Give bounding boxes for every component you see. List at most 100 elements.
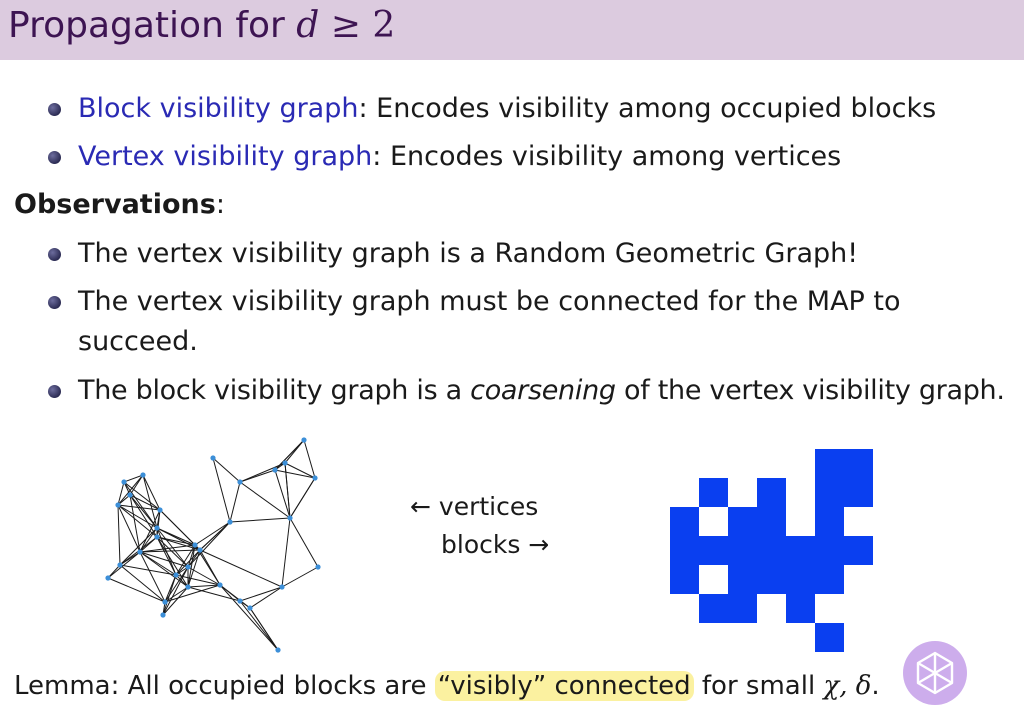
graph-edge	[139, 551, 189, 588]
vertex-graph-figure	[105, 437, 321, 653]
bullet-vertex-visibility: Vertex visibility graph: Encodes visibil…	[78, 141, 842, 172]
term-block-visibility-graph: Block visibility graph	[78, 93, 359, 124]
graph-edge	[199, 549, 283, 588]
graph-edge	[117, 504, 158, 529]
graph-vertex	[192, 542, 198, 548]
graph-edge	[129, 494, 158, 538]
graph-edge	[129, 494, 158, 529]
graph-edge	[117, 504, 158, 538]
occupied-block	[815, 623, 844, 652]
label-blocks: blocks →	[441, 530, 550, 559]
occupied-block	[699, 478, 728, 507]
graph-edge	[139, 551, 166, 603]
graph-edge	[212, 457, 241, 483]
graph-edge	[107, 564, 121, 579]
graph-edge	[129, 494, 141, 553]
graph-edge	[274, 439, 305, 471]
observation-item: The vertex visibility graph is a Random …	[78, 238, 859, 269]
graph-edge	[187, 584, 221, 588]
graph-vertex	[197, 547, 203, 553]
graph-edge	[289, 517, 319, 568]
graph-edge	[303, 439, 316, 479]
graph-edge	[164, 584, 221, 603]
graph-vertex	[140, 472, 146, 478]
graph-vertex	[105, 575, 111, 581]
graph-vertex	[237, 479, 243, 485]
graph-edge	[212, 457, 231, 523]
observation-item: The vertex visibility graph must be conn…	[78, 286, 901, 317]
occupied-block	[786, 594, 815, 623]
occupied-block	[728, 565, 757, 594]
graph-vertex	[210, 455, 216, 461]
graph-edge	[117, 494, 131, 506]
graph-edge	[162, 586, 189, 616]
graph-edge	[274, 469, 316, 479]
occupied-block	[844, 449, 873, 478]
graph-edge	[239, 586, 283, 602]
graph-vertex	[115, 502, 121, 508]
slide-title: Propagation for d ≥ 2	[8, 2, 395, 50]
observation-item-continuation: succeed.	[78, 326, 198, 357]
graph-edge	[119, 564, 166, 603]
highlighted-phrase: “visibly” connected	[434, 671, 694, 701]
term-vertex-visibility-graph: Vertex visibility graph	[78, 141, 373, 172]
graph-edge	[156, 536, 177, 576]
graph-vertex	[217, 582, 223, 588]
occupied-block	[670, 536, 699, 565]
graph-edge	[123, 474, 144, 483]
graph-vertex	[237, 598, 243, 604]
occupied-block	[815, 565, 844, 594]
graph-edge	[107, 577, 166, 603]
graph-vertex	[160, 612, 166, 618]
graph-vertex	[185, 584, 191, 590]
occupied-block	[844, 478, 873, 507]
occupied-block	[699, 594, 728, 623]
graph-edge	[175, 549, 201, 576]
occupied-block	[670, 565, 699, 594]
graph-vertex	[301, 437, 307, 443]
graph-edge	[229, 481, 241, 523]
title-text: Propagation for	[8, 5, 285, 46]
graph-vertex	[279, 584, 285, 590]
graph-edge	[139, 544, 196, 553]
occupied-block	[844, 536, 873, 565]
graph-edge	[117, 504, 161, 511]
logo-icon	[903, 641, 967, 705]
graph-edge	[119, 564, 177, 576]
observations-heading: Observations:	[14, 189, 225, 220]
occupied-block	[757, 565, 786, 594]
lemma: Lemma: All occupied blocks are “visibly”…	[14, 671, 880, 701]
graph-vertex	[162, 599, 168, 605]
occupied-block	[815, 449, 844, 478]
occupied-block	[786, 536, 815, 565]
graph-vertex	[272, 467, 278, 473]
graph-edge	[187, 566, 221, 586]
graph-edge	[164, 586, 189, 603]
occupied-block	[699, 536, 728, 565]
graph-vertex	[275, 647, 281, 653]
graph-edge	[142, 474, 158, 529]
graph-edge	[249, 586, 283, 609]
graph-vertex	[173, 572, 179, 578]
graph-edge	[284, 462, 291, 519]
graph-edge	[281, 566, 319, 588]
graph-edge	[139, 509, 161, 553]
graph-edge	[117, 504, 141, 553]
block-grid-figure	[670, 449, 873, 652]
graph-vertex	[185, 564, 191, 570]
graph-edge	[281, 517, 291, 588]
title-variable: d	[296, 5, 320, 46]
graph-edge	[156, 536, 189, 588]
graph-edge	[187, 521, 231, 568]
graph-vertex	[121, 479, 127, 485]
occupied-block	[728, 536, 757, 565]
graph-edge	[187, 544, 196, 588]
math-chi-delta: χ, δ	[823, 671, 872, 701]
graph-edge	[162, 566, 189, 616]
graph-edge	[239, 600, 279, 651]
graph-edge	[239, 469, 276, 483]
title-bar	[0, 0, 1024, 60]
graph-vertex	[247, 605, 253, 611]
graph-edge	[139, 549, 201, 553]
occupied-block	[670, 507, 699, 536]
